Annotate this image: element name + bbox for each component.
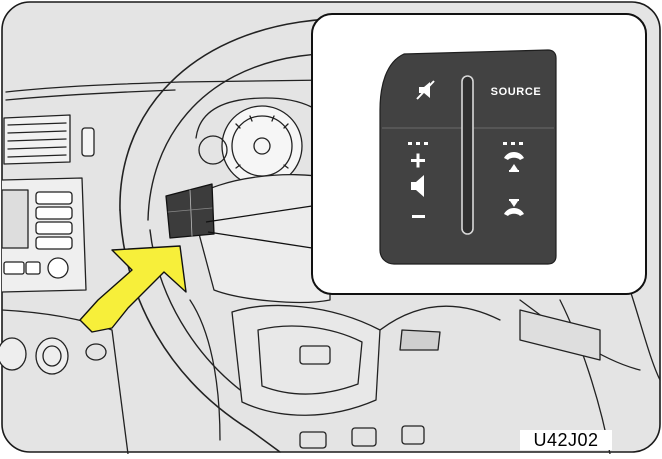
phone-button[interactable] <box>476 132 554 260</box>
dots-icon <box>408 142 428 145</box>
dashboard-scene <box>0 17 661 455</box>
mute-button[interactable] <box>384 58 458 124</box>
center-console <box>0 177 129 455</box>
mute-speaker-icon <box>416 80 435 100</box>
pedals <box>299 425 425 449</box>
source-label: SOURCE <box>491 86 542 98</box>
plus-icon <box>411 153 425 168</box>
callout-leader <box>205 205 313 249</box>
steering-switch-small <box>165 183 215 239</box>
pointer-arrow <box>79 245 187 333</box>
phone-answer-icon <box>504 152 524 172</box>
figure-code: U42J02 <box>520 430 612 450</box>
steering-wheel <box>119 17 501 453</box>
dots-icon <box>503 142 523 145</box>
air-vent <box>3 114 95 165</box>
speaker-icon <box>411 175 424 197</box>
phone-hangup-icon <box>504 199 524 216</box>
volume-button[interactable] <box>384 132 458 260</box>
source-button[interactable]: SOURCE <box>476 56 554 124</box>
minus-icon <box>412 215 425 218</box>
